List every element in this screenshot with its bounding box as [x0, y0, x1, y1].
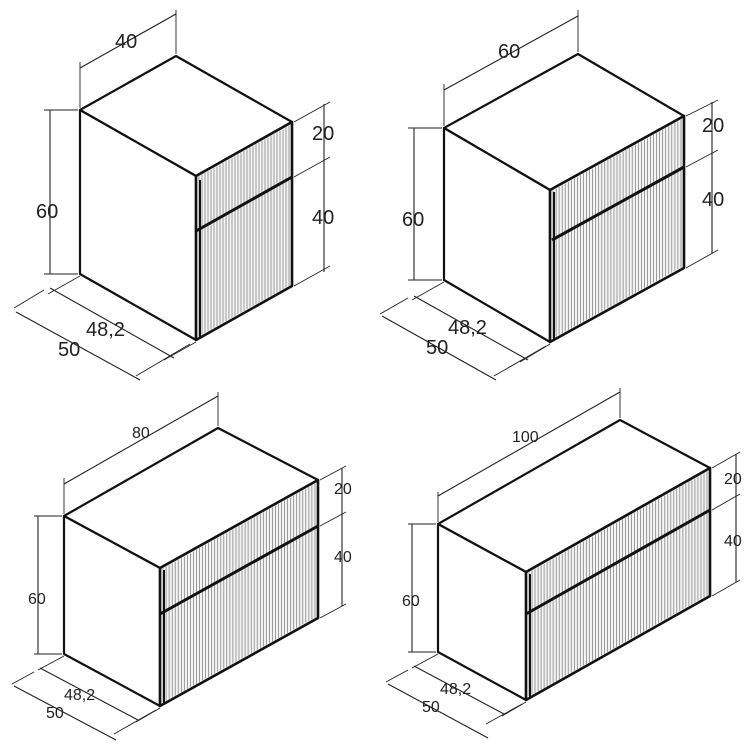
height-label: 60 — [28, 591, 46, 608]
width-label: 80 — [132, 425, 150, 442]
cabinet-40: 40 60 20 40 48,2 50 — [13, 10, 334, 381]
height-label: 60 — [402, 593, 420, 610]
depth-inner-dimension-line — [413, 665, 505, 715]
depth-outer-label: 50 — [58, 339, 80, 361]
drawer-divider — [551, 165, 685, 242]
depth-outer-label: 50 — [46, 705, 64, 722]
top-drawer-label: 20 — [702, 115, 724, 137]
width-dimension-line — [79, 13, 177, 69]
depth-outer-label: 50 — [422, 699, 440, 716]
depth-inner-label: 48,2 — [448, 317, 487, 339]
height-label: 60 — [36, 201, 58, 223]
drawer-divider — [159, 524, 319, 616]
drawer-divider — [195, 175, 293, 233]
depth-outer-dimension-line — [15, 311, 141, 381]
width-label: 60 — [498, 41, 520, 63]
top-drawer-label: 20 — [334, 481, 352, 498]
width-label: 100 — [512, 429, 539, 446]
depth-inner-label: 48,2 — [86, 319, 125, 341]
front-fluting — [162, 483, 316, 703]
depth-outer-label: 50 — [426, 337, 448, 359]
front-fluting — [198, 125, 290, 337]
depth-inner-label: 48,2 — [440, 681, 471, 698]
width-dimension-line — [443, 15, 579, 91]
width-dimension-line — [437, 391, 621, 497]
top-drawer-label: 20 — [312, 123, 334, 145]
width-label: 40 — [115, 31, 137, 53]
drawer-divider — [525, 508, 711, 616]
bottom-drawer-label: 40 — [702, 189, 724, 211]
cabinet-80: 80 60 20 40 48,2 50 — [11, 392, 352, 741]
depth-inner-dimension-line — [413, 295, 529, 361]
depth-inner-dimension-line — [49, 287, 175, 359]
depth-outer-dimension-line — [13, 685, 117, 741]
cabinet-front-face — [524, 466, 712, 702]
front-fluting — [528, 471, 708, 697]
bottom-drawer-label: 40 — [724, 533, 742, 550]
height-label: 60 — [402, 209, 424, 231]
depth-inner-label: 48,2 — [64, 687, 95, 704]
depth-outer-dimension-line — [381, 315, 497, 381]
bottom-drawer-label: 40 — [312, 207, 334, 229]
cabinet-60: 60 60 20 40 48,2 50 — [379, 10, 724, 381]
depth-inner-dimension-line — [39, 667, 139, 721]
depth-outer-dimension-line — [387, 683, 489, 739]
top-drawer-label: 20 — [724, 471, 742, 488]
front-fluting — [552, 119, 682, 339]
bottom-drawer-label: 40 — [334, 549, 352, 566]
width-dimension-line — [63, 395, 219, 485]
cabinet-100: 100 60 20 40 48,2 50 — [385, 388, 742, 739]
